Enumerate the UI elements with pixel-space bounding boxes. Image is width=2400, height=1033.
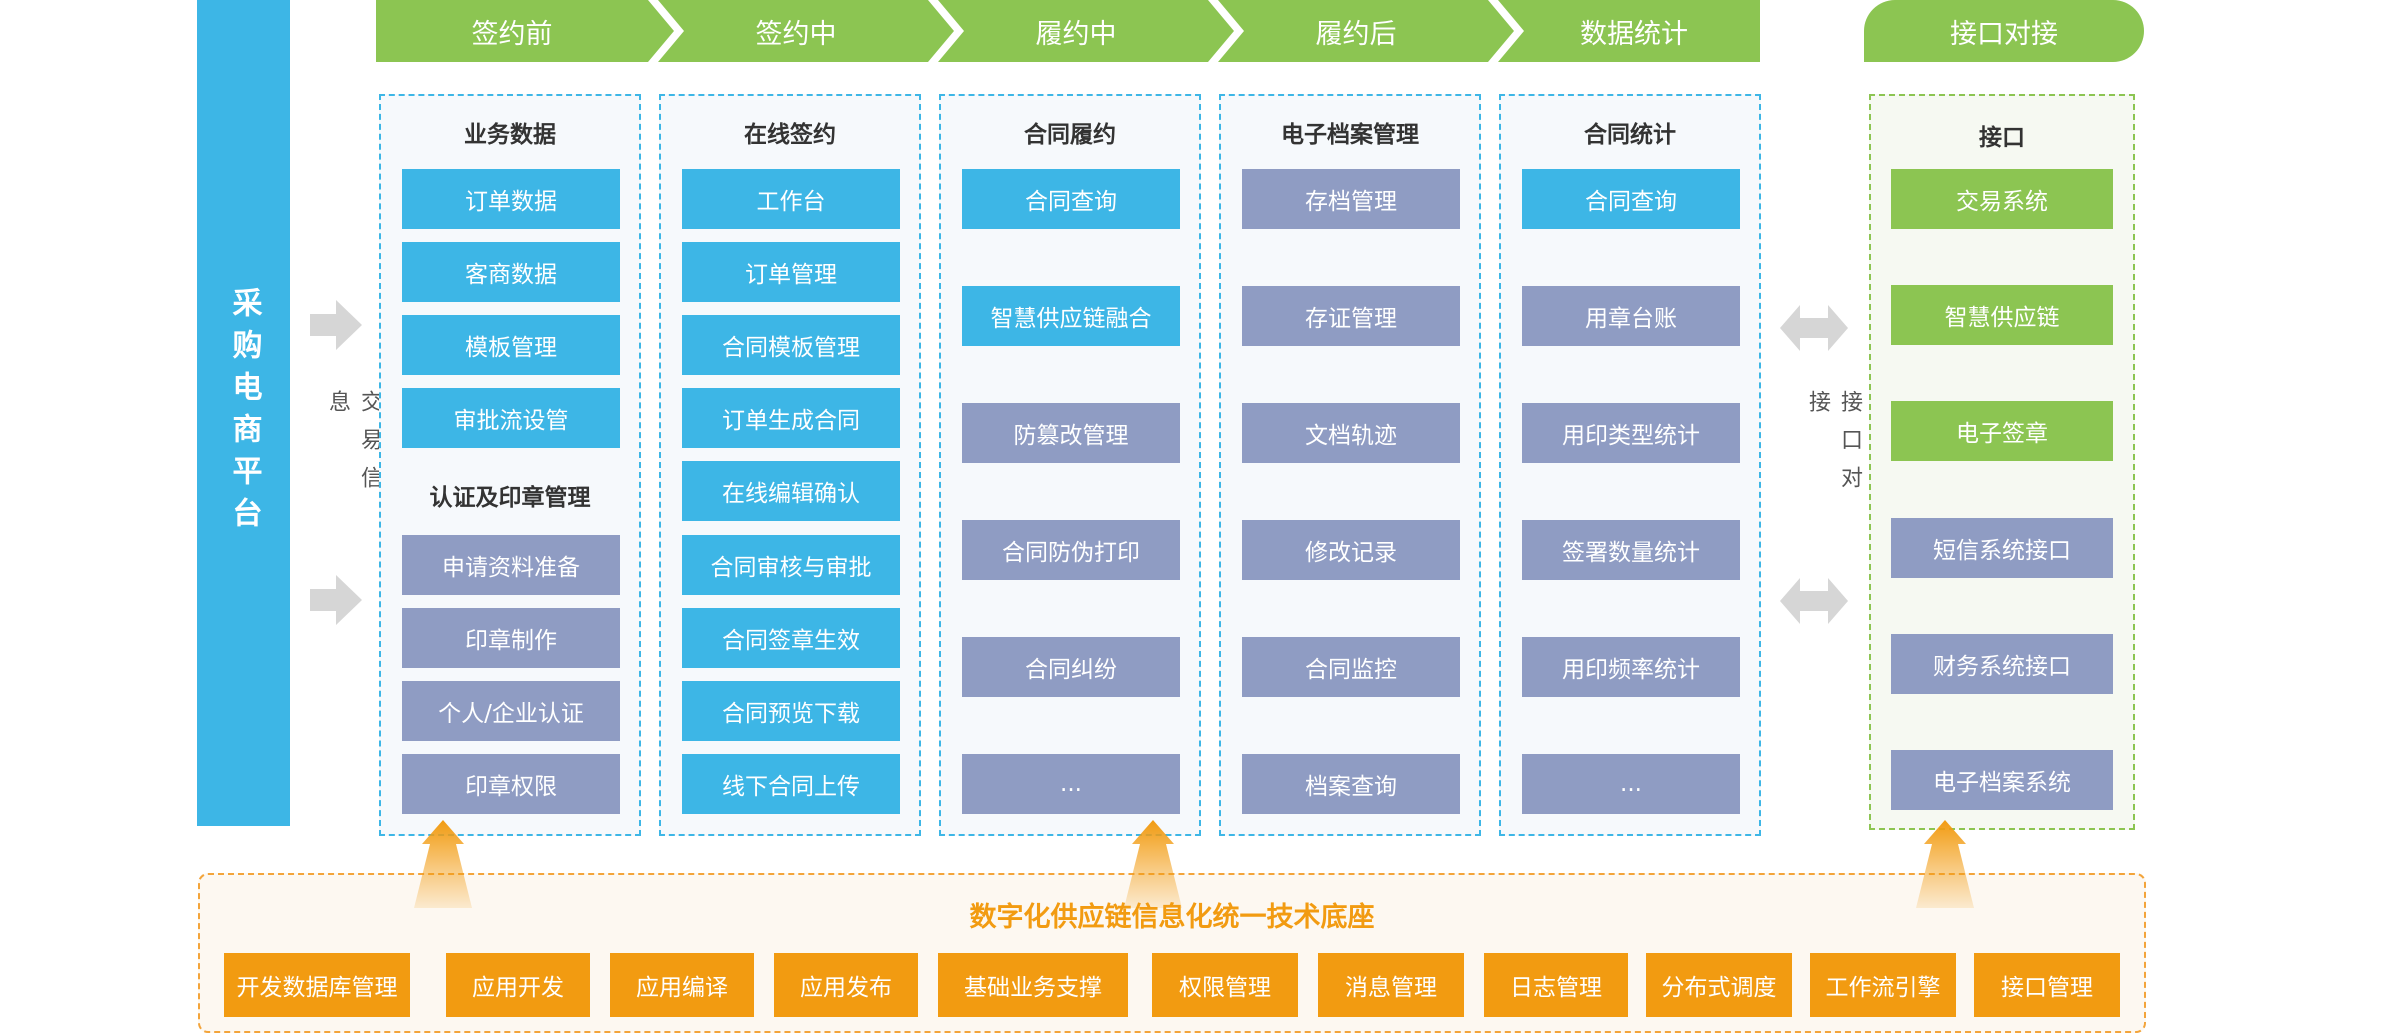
phase-statistics: 数据统计 (1580, 18, 1688, 50)
box-item: 文档轨迹 (1242, 403, 1460, 463)
box-item: 合同查询 (962, 169, 1180, 229)
box-item: 短信系统接口 (1891, 518, 2113, 578)
box-item: 电子档案系统 (1891, 750, 2113, 810)
box-item: ... (1522, 754, 1740, 814)
platform-label: 采购电商平台 (226, 287, 262, 539)
box-item: 档案查询 (1242, 754, 1460, 814)
box-item: ... (962, 754, 1180, 814)
box-item: 防篡改管理 (962, 403, 1180, 463)
phase-signing: 签约中 (755, 18, 837, 50)
box-item: 线下合同上传 (682, 754, 900, 814)
base-item: 应用发布 (774, 953, 918, 1017)
panel-title: 电子档案管理 (1281, 122, 1419, 148)
box-item: 合同监控 (1242, 637, 1460, 697)
interface-header: 接口对接 (1864, 0, 2144, 62)
box-item: 合同审核与审批 (682, 535, 900, 595)
box-item: 交易系统 (1891, 169, 2113, 229)
box-item: 用印类型统计 (1522, 403, 1740, 463)
base-item: 权限管理 (1152, 953, 1298, 1017)
box-item: 申请资料准备 (402, 535, 620, 595)
box-item: 智慧供应链 (1891, 285, 2113, 345)
base-item: 接口管理 (1974, 953, 2120, 1017)
base-item: 消息管理 (1318, 953, 1464, 1017)
box-item: 合同纠纷 (962, 637, 1180, 697)
box-item: 合同预览下载 (682, 681, 900, 741)
box-item: 合同防伪打印 (962, 520, 1180, 580)
base-item: 分布式调度 (1646, 953, 1792, 1017)
box-item: 智慧供应链融合 (962, 286, 1180, 346)
base-item: 应用开发 (446, 953, 590, 1017)
box-item: 模板管理 (402, 315, 620, 375)
box-item: 用章台账 (1522, 286, 1740, 346)
box-item: 客商数据 (402, 242, 620, 302)
interface-docking-label: 接口对接 (1805, 390, 1862, 504)
box-item: 工作台 (682, 169, 900, 229)
box-item: 财务系统接口 (1891, 634, 2113, 694)
panel-title: 合同履约 (1024, 122, 1116, 148)
phase-performing: 履约中 (1035, 18, 1117, 50)
base-item: 日志管理 (1484, 953, 1628, 1017)
up-arrow-icon (1916, 820, 1974, 908)
panel-subtitle: 认证及印章管理 (429, 485, 591, 511)
box-item: 签署数量统计 (1522, 520, 1740, 580)
phase-chevron-bar (376, 0, 1760, 62)
box-item: 印章制作 (402, 608, 620, 668)
box-item: 合同签章生效 (682, 608, 900, 668)
box-item: 订单管理 (682, 242, 900, 302)
box-item: 用印频率统计 (1522, 637, 1740, 697)
panel-title: 合同统计 (1584, 122, 1676, 148)
box-item: 修改记录 (1242, 520, 1460, 580)
right-arrow-icon (310, 300, 362, 350)
box-item: 审批流设管 (402, 388, 620, 448)
base-item: 工作流引擎 (1810, 953, 1956, 1017)
double-arrow-icon (1780, 305, 1848, 351)
box-item: 订单生成合同 (682, 388, 900, 448)
box-item: 存档管理 (1242, 169, 1460, 229)
base-item: 应用编译 (610, 953, 754, 1017)
box-item: 合同模板管理 (682, 315, 900, 375)
up-arrow-icon (414, 820, 472, 908)
right-arrow-icon (310, 575, 362, 625)
box-item: 订单数据 (402, 169, 620, 229)
platform-bar: 采购电商平台 (197, 0, 290, 826)
base-item: 开发数据库管理 (224, 953, 410, 1017)
box-item: 电子签章 (1891, 401, 2113, 461)
trade-info-label: 交易信息 (325, 390, 382, 504)
phase-post: 履约后 (1315, 18, 1397, 50)
box-item: 在线编辑确认 (682, 461, 900, 521)
phase-pre-signing: 签约前 (471, 18, 553, 50)
base-item: 基础业务支撑 (938, 953, 1128, 1017)
panel-title: 业务数据 (464, 122, 556, 148)
panel-title: 在线签约 (744, 122, 836, 148)
box-item: 合同查询 (1522, 169, 1740, 229)
up-arrow-icon (1124, 820, 1182, 908)
panel-title: 接口 (1979, 125, 2025, 151)
box-item: 存证管理 (1242, 286, 1460, 346)
box-item: 个人/企业认证 (402, 681, 620, 741)
double-arrow-icon (1780, 578, 1848, 624)
box-item: 印章权限 (402, 754, 620, 814)
